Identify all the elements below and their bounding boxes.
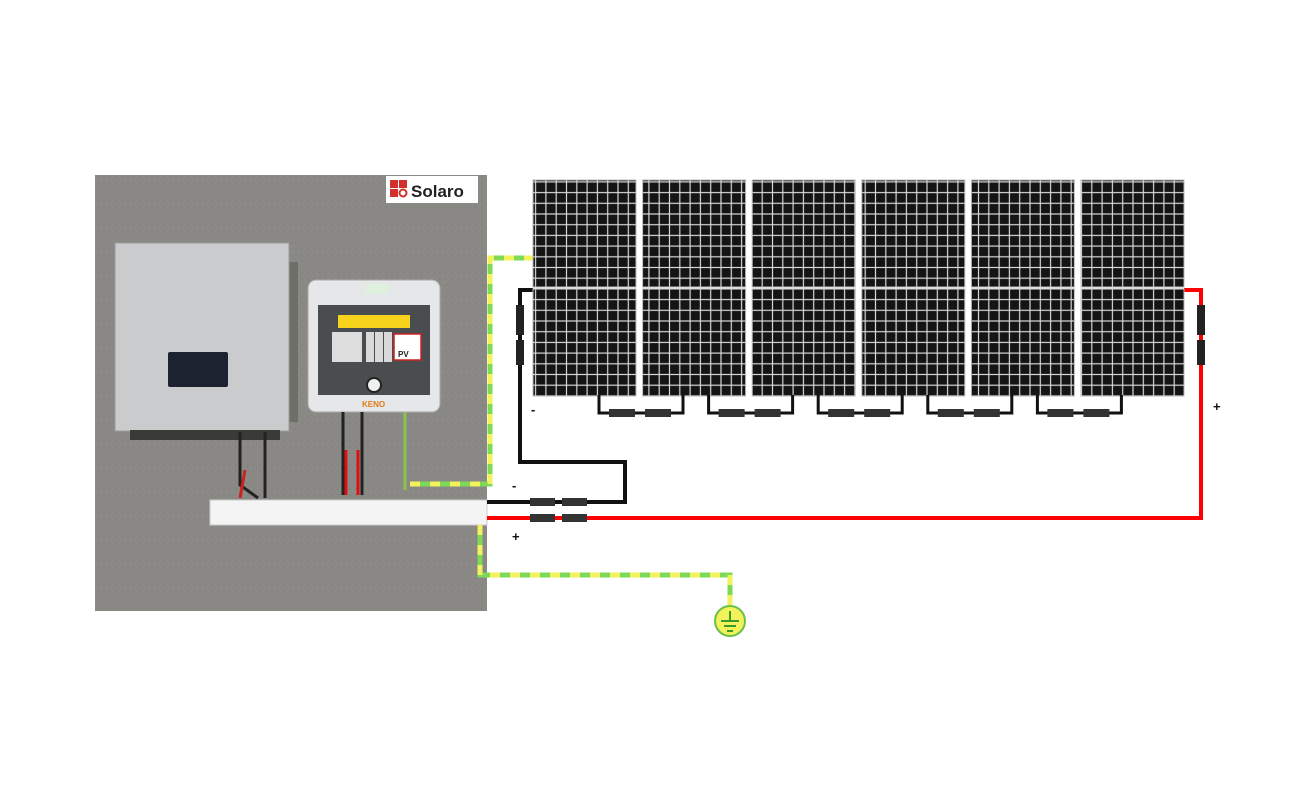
mc4-connector — [973, 409, 1000, 417]
feed-minus-label: - — [512, 478, 516, 493]
string-plus-label: + — [1213, 399, 1221, 414]
solar-panel — [861, 288, 966, 397]
negative-wire — [487, 288, 627, 506]
logo-text: Solaro — [411, 182, 464, 201]
solar-panel — [642, 288, 747, 397]
panel-interconnects — [597, 395, 1123, 417]
solar-panel — [642, 179, 747, 288]
mc4-connector — [718, 409, 745, 417]
inverter — [114, 242, 298, 440]
solar-panel — [751, 288, 856, 397]
inverter-display — [168, 352, 228, 387]
mc4-connector — [609, 409, 635, 417]
solar-panel — [532, 288, 637, 397]
solar-panel — [970, 179, 1075, 288]
panel-jumper-cable — [926, 395, 1014, 415]
earth-wire — [410, 255, 733, 605]
pv-label: PV — [398, 350, 409, 359]
dc-combiner-box: PV KENO — [307, 279, 441, 413]
panel-jumper-cable — [1035, 395, 1123, 415]
mc4-connector — [1047, 409, 1074, 417]
cable-trunking — [209, 499, 488, 526]
board-wiring — [238, 412, 407, 500]
ground-symbol-icon — [714, 605, 746, 637]
solar-panel — [751, 179, 856, 288]
mc4-connector — [828, 409, 855, 417]
mc4-connector — [754, 409, 781, 417]
solar-panel — [861, 179, 966, 288]
mc4-connector — [937, 409, 964, 417]
solar-panel — [1080, 179, 1185, 288]
combiner-brand: KENO — [362, 400, 385, 409]
mc4-connector — [1083, 409, 1110, 417]
mc4-connector — [864, 409, 891, 417]
string-minus-label: - — [531, 402, 535, 417]
solar-panel — [1080, 288, 1185, 397]
panel-jumper-cable — [816, 395, 904, 415]
solar-panel — [532, 179, 637, 288]
solaro-logo: Solaro — [386, 176, 478, 203]
feed-plus-label: + — [512, 529, 520, 544]
panel-jumper-cable — [597, 395, 685, 415]
solar-panel — [970, 288, 1075, 397]
solar-panel-array — [532, 179, 1185, 397]
mc4-connector — [645, 409, 671, 417]
positive-wire — [487, 288, 1205, 522]
panel-jumper-cable — [707, 395, 795, 415]
